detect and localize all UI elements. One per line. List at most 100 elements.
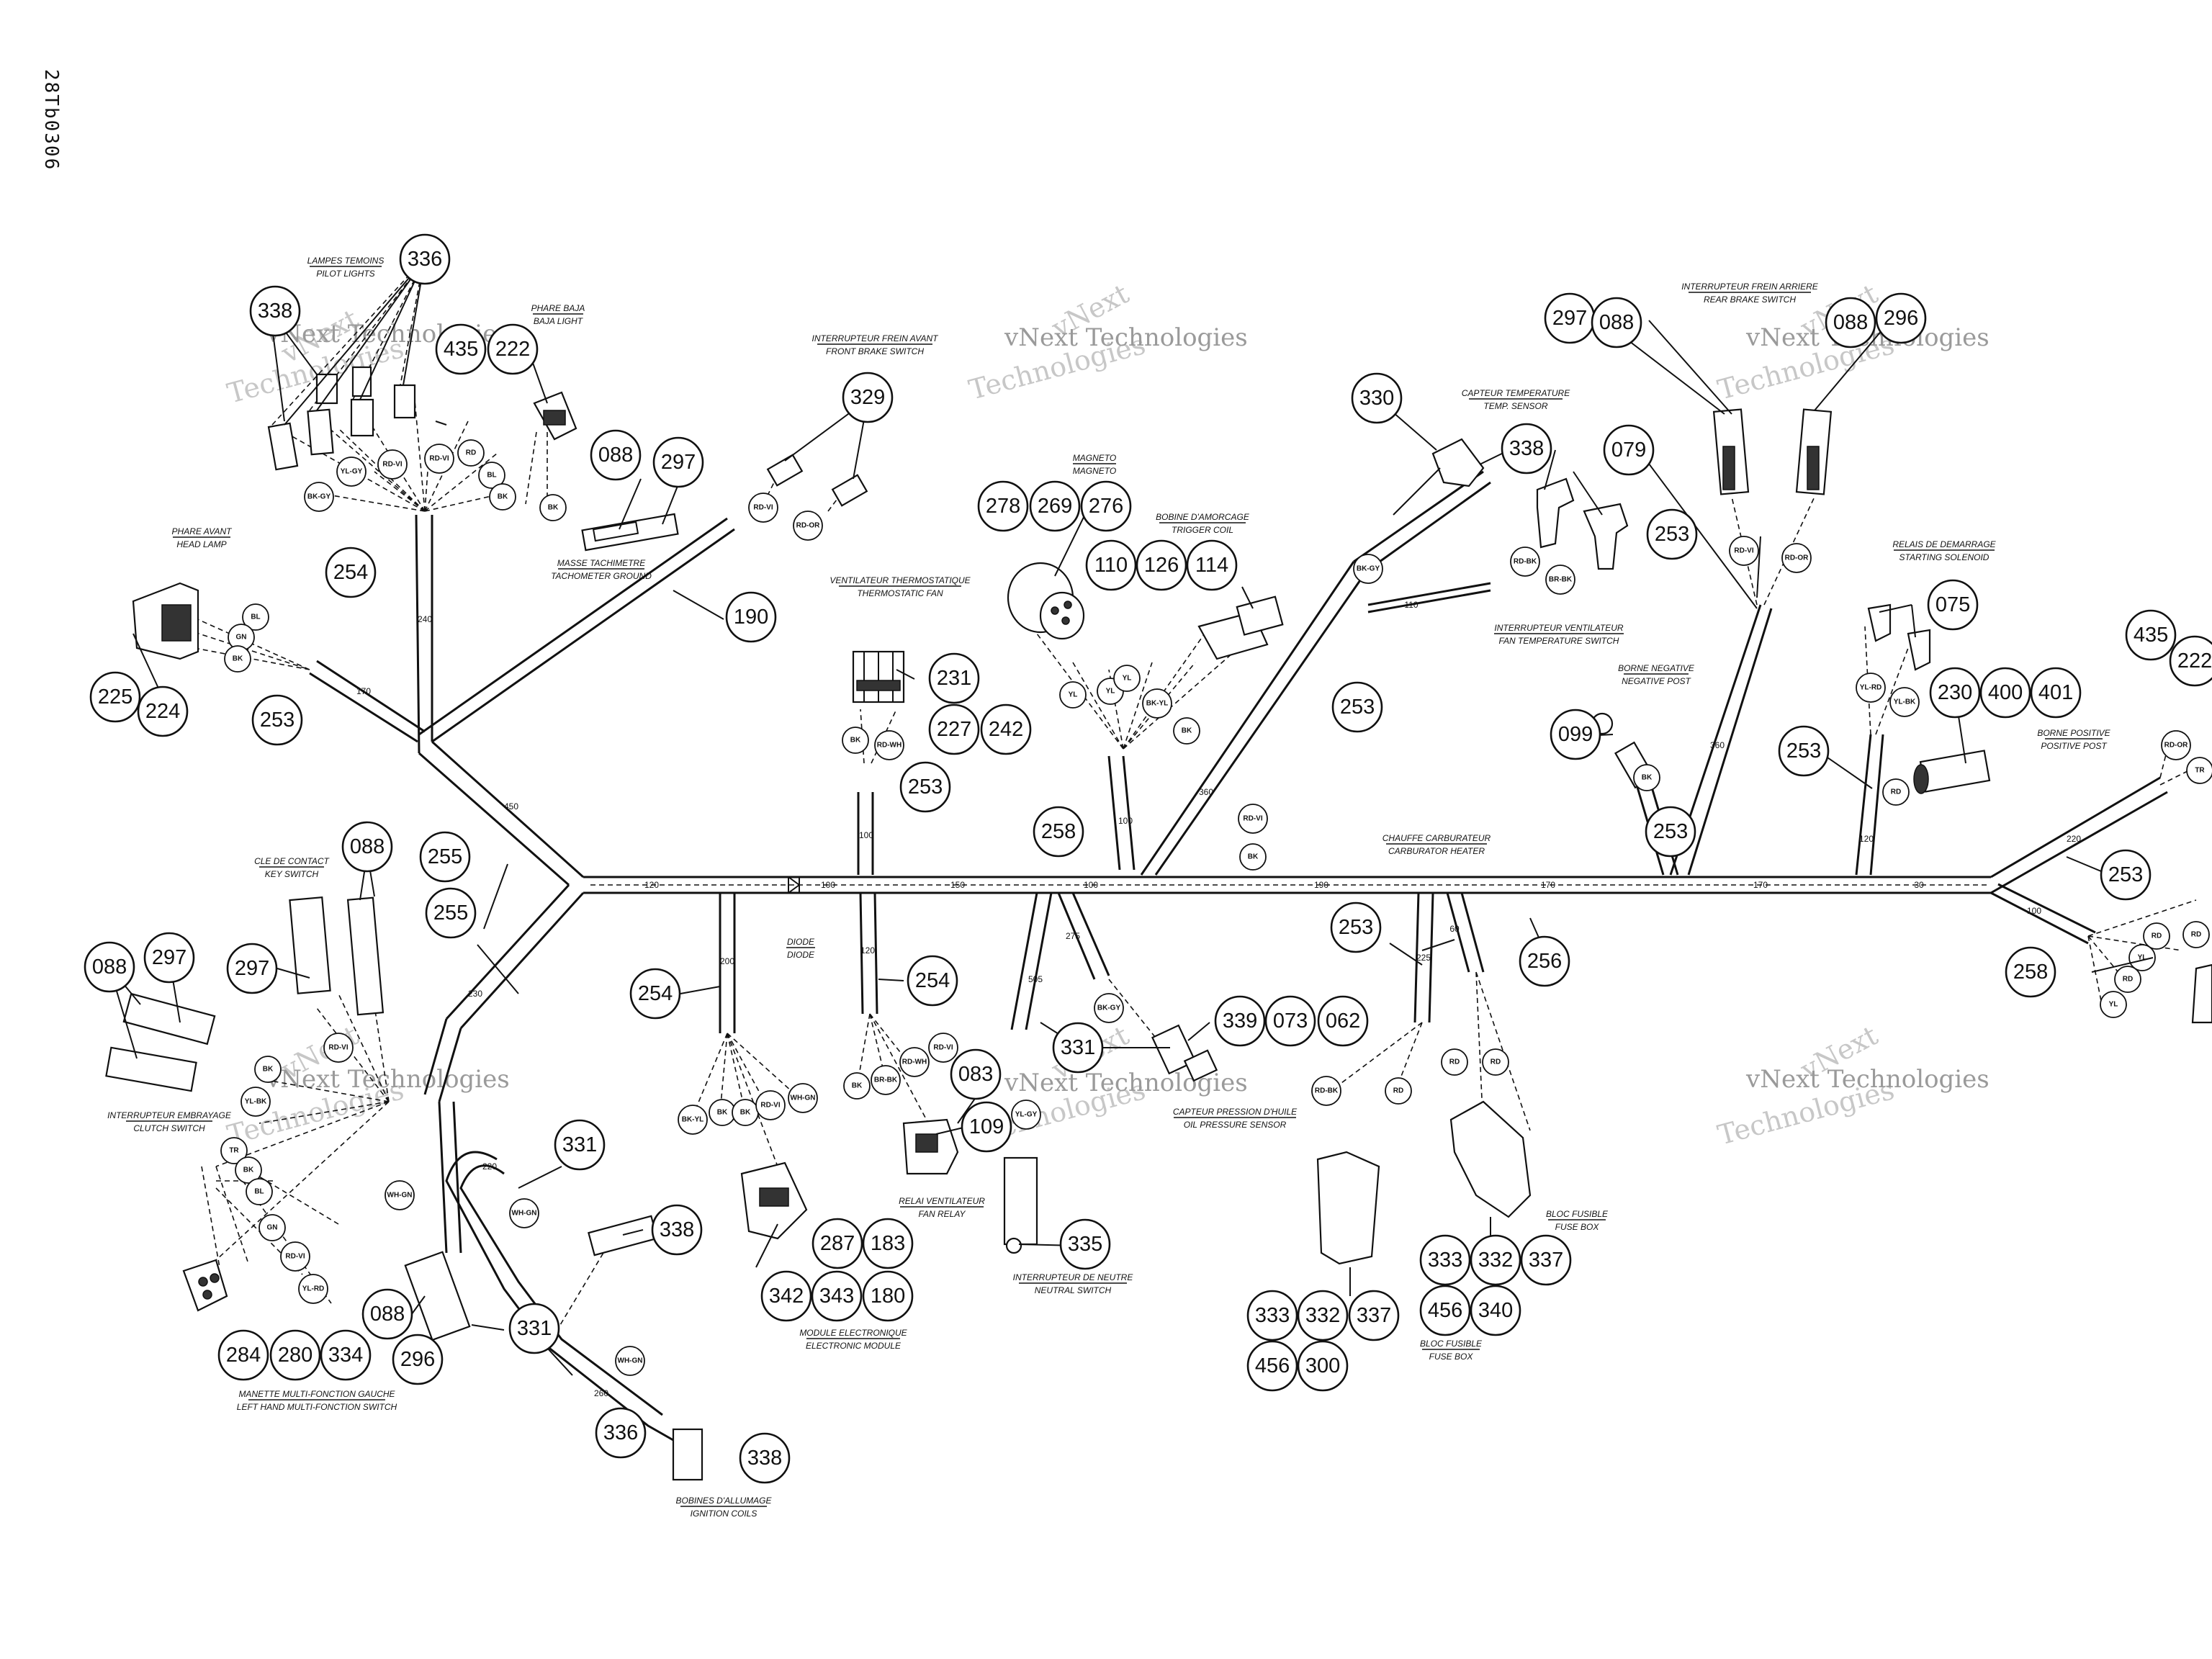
svg-text:GN: GN	[267, 1224, 278, 1232]
callout-bubble: 334	[320, 1329, 372, 1381]
wire-tag: YL-BK	[240, 1087, 271, 1117]
trunk-length: 100	[1084, 880, 1098, 890]
callout-bubble: 340	[1470, 1285, 1521, 1336]
branch-length: 275	[1066, 931, 1080, 941]
svg-text:BK: BK	[548, 504, 559, 512]
svg-text:RD: RD	[1491, 1058, 1501, 1066]
svg-text:YL-RD: YL-RD	[1860, 684, 1882, 692]
pilot-lights-icon	[267, 366, 416, 471]
callout-bubble: 338	[651, 1204, 703, 1256]
wire-tag: WH-GN	[615, 1346, 645, 1376]
label-trigger-coil: TRIGGER COIL	[1172, 525, 1233, 535]
svg-text:RD-BK: RD-BK	[1315, 1087, 1339, 1095]
svg-text:YL-GY: YL-GY	[1015, 1111, 1038, 1119]
label-fan-relay-fr: RELAI VENTILATEUR	[899, 1196, 985, 1206]
callout-bubble: 278	[977, 480, 1029, 532]
trunk-length: 150	[950, 880, 965, 890]
watermark-text: vNext Technologies	[1004, 323, 1248, 352]
tachometer-ground-icon	[581, 513, 679, 552]
callout-bubble: 332	[1470, 1234, 1521, 1286]
svg-text:330: 330	[1359, 387, 1394, 410]
wire-tag: BK-YL	[1142, 688, 1172, 719]
svg-text:WH-GN: WH-GN	[387, 1192, 413, 1200]
svg-text:253: 253	[1339, 916, 1373, 939]
callout-bubble: 435	[2125, 609, 2177, 661]
callout-bubble: 088	[590, 429, 642, 481]
callout-bubble: 253	[1331, 681, 1383, 733]
wire-tag: RD-VI	[280, 1241, 310, 1272]
svg-text:RD-WH: RD-WH	[902, 1058, 927, 1066]
svg-text:RD-VI: RD-VI	[753, 504, 773, 512]
callout-bubble: 254	[325, 547, 377, 598]
svg-text:RD-BK: RD-BK	[1514, 558, 1537, 566]
svg-text:253: 253	[1653, 820, 1688, 843]
callout-bubble: 088	[84, 941, 135, 993]
watermark-text: vNext Technologies	[1745, 1065, 1990, 1094]
svg-text:088: 088	[1599, 311, 1634, 334]
wire-tag: BK-GY	[1353, 554, 1383, 584]
wire-tag: WH-GN	[788, 1083, 818, 1113]
callout-bubble: 088	[361, 1288, 413, 1340]
svg-text:331: 331	[562, 1133, 597, 1156]
callout-bubble: 335	[1059, 1218, 1111, 1270]
wire-tag: RD-VI	[377, 449, 408, 480]
positive-post-icon	[1913, 750, 1991, 794]
callout-bubble: 180	[862, 1270, 914, 1322]
svg-text:284: 284	[226, 1344, 261, 1367]
callout-bubble: 114	[1186, 539, 1238, 591]
multifunction-switch-icon	[182, 1259, 228, 1312]
svg-text:RD-VI: RD-VI	[1243, 815, 1262, 823]
svg-text:297: 297	[152, 946, 186, 969]
svg-text:336: 336	[603, 1421, 638, 1444]
wire-tag: BK-GY	[304, 482, 334, 512]
label-baja-light-fr: PHARE BAJA	[531, 303, 585, 313]
svg-text:331: 331	[517, 1317, 552, 1340]
wire-tag: BR-BK	[1545, 565, 1575, 595]
callout-bubble: 126	[1136, 539, 1187, 591]
branch-length: 230	[468, 989, 482, 999]
svg-text:435: 435	[444, 338, 478, 361]
svg-text:340: 340	[1478, 1299, 1513, 1322]
callout-bubble: 258	[2005, 946, 2056, 998]
svg-text:300: 300	[1305, 1354, 1340, 1377]
callout-bubble: 276	[1080, 480, 1132, 532]
callout-bubble: 183	[862, 1218, 914, 1269]
label-key-switch: KEY SWITCH	[265, 869, 319, 879]
callout-bubble: 256	[1519, 935, 1570, 987]
label-baja-light: BAJA LIGHT	[534, 316, 584, 326]
callout-bubble: 088	[1591, 297, 1642, 349]
callout-bubble: 222	[2169, 635, 2212, 687]
wire-tag: RD	[2143, 922, 2170, 950]
branch-length: 360	[1710, 740, 1725, 750]
svg-text:231: 231	[937, 667, 971, 690]
callout-bubble: 331	[554, 1119, 606, 1171]
wire-tag: BK	[842, 727, 869, 754]
trunk-length: 170	[1541, 880, 1555, 890]
svg-text:242: 242	[989, 718, 1023, 741]
svg-text:335: 335	[1068, 1233, 1102, 1256]
svg-text:YL-RD: YL-RD	[302, 1285, 325, 1293]
wire-tag: RD	[1385, 1077, 1412, 1105]
callout-bubble: 109	[961, 1101, 1012, 1153]
svg-text:RD-OR: RD-OR	[796, 522, 821, 530]
callout-bubble: 255	[419, 831, 471, 883]
svg-text:338: 338	[1509, 437, 1544, 460]
callout-bubble: 297	[652, 436, 704, 488]
callout-bubble: 333	[1246, 1290, 1298, 1341]
svg-text:269: 269	[1038, 495, 1072, 518]
callout-bubble: 332	[1297, 1290, 1349, 1341]
wire-tag: RD-VI	[755, 1090, 786, 1120]
component-labels: LAMPES TEMOINS PILOT LIGHTS PHARE BAJA B…	[107, 256, 2111, 1519]
label-rear-brake: REAR BRAKE SWITCH	[1704, 295, 1796, 305]
label-multifunction-switch-fr: MANETTE MULTI-FONCTION GAUCHE	[238, 1389, 395, 1399]
svg-text:456: 456	[1255, 1354, 1290, 1377]
svg-text:253: 253	[908, 775, 943, 799]
svg-text:RD-VI: RD-VI	[933, 1044, 953, 1052]
callout-bubble: 339	[1214, 995, 1266, 1047]
label-positive-post-fr: BORNE POSITIVE	[2037, 728, 2110, 738]
label-carb-heater: CARBURATOR HEATER	[1388, 846, 1485, 856]
label-head-lamp: HEAD LAMP	[176, 539, 226, 549]
wire-tag: BK	[709, 1099, 736, 1126]
svg-text:343: 343	[819, 1285, 854, 1308]
wire-tag: BK-YL	[678, 1105, 708, 1135]
